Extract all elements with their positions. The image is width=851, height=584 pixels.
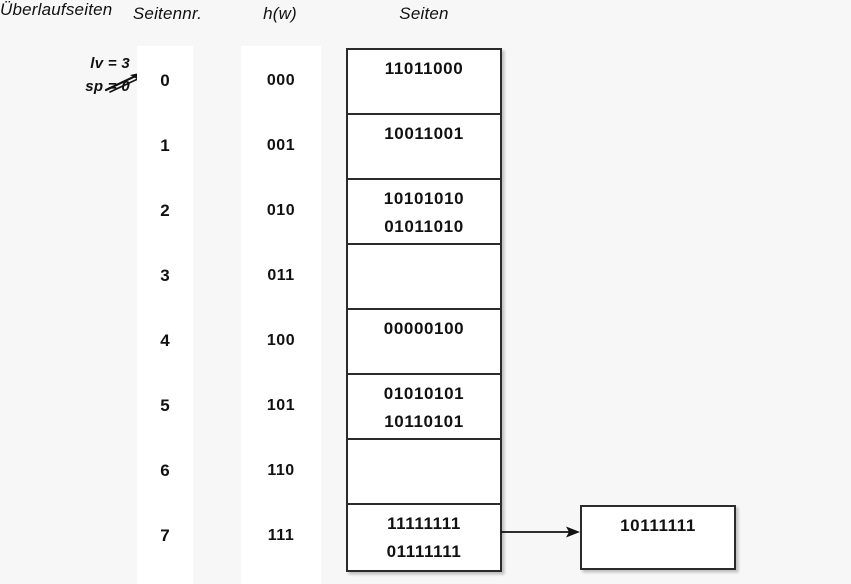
hw-cell: 001 [266,137,296,154]
ueberlaufseite-box: 10111111 [580,505,736,570]
column-header-ueberlaufseiten: Überlaufseiten [0,0,113,19]
bucket-entry: 01111111 [386,542,462,561]
hw-cell: 010 [266,202,296,219]
column-header-seitennr: Seitennr. [132,4,203,23]
overflow-entry: 10111111 [620,516,696,535]
bucket-entry: 10011001 [384,124,464,143]
seitennr-cell: 4 [160,331,170,350]
table-row: 10011001 [348,115,500,180]
hw-column-strip [241,46,321,584]
column-header-hw: h(w) [263,4,297,23]
bucket-entry: 00000100 [383,319,465,338]
seitennr-cell: 2 [160,201,170,220]
bucket-entry: 10101010 [383,189,465,208]
bucket-entry: 11011000 [384,59,464,78]
hw-cell: 101 [266,397,296,414]
annotation-sp: sp = 0 [85,78,130,95]
hw-cell: 100 [266,332,296,349]
seitennr-cell: 5 [160,396,170,415]
hw-cell: 110 [267,462,295,479]
table-row [348,440,500,505]
hw-column: 000 001 010 011 100 101 110 111 [241,48,321,568]
seitennr-column-strip [137,46,193,584]
bucket-entry: 01011010 [384,217,464,236]
bucket-entry: 01010101 [383,384,465,403]
split-pointer-annotation: lv = 3 sp = 0 [30,52,130,98]
table-row: 11011000 [348,50,500,115]
bucket-entry: 10110101 [384,412,464,431]
hw-cell: 011 [267,267,295,284]
seitennr-column: 0 1 2 3 4 5 6 7 [137,48,193,568]
column-header-seiten: Seiten [399,4,449,23]
table-row: 01010101 10110101 [348,375,500,440]
table-row: 10101010 01011010 [348,180,500,245]
seitennr-cell: 1 [160,136,170,155]
table-row: 00000100 [348,310,500,375]
table-row [348,245,500,310]
seitennr-cell: 3 [160,266,170,285]
seiten-table: 11011000 10011001 10101010 01011010 0000… [346,48,502,572]
seitennr-cell: 6 [160,461,170,480]
annotation-lv: lv = 3 [90,55,130,72]
bucket-entry: 11111111 [387,514,461,533]
seitennr-cell: 7 [160,526,170,545]
hw-cell: 111 [267,527,295,544]
table-row: 11111111 01111111 [348,505,500,570]
seitennr-cell: 0 [160,71,170,90]
hw-cell: 000 [266,72,296,89]
arrow-right-icon [501,526,580,538]
